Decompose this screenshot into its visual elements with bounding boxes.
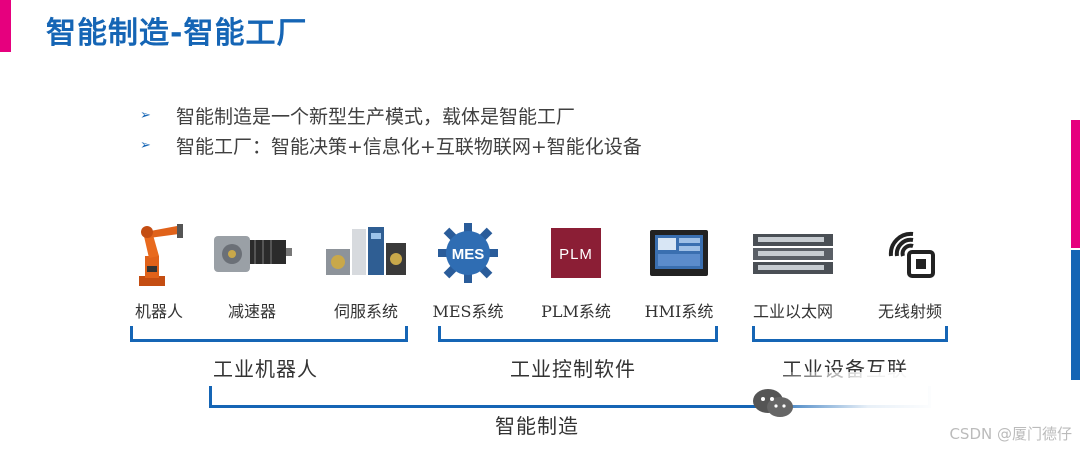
hmi-panel-icon xyxy=(650,230,708,276)
network-switch-icon xyxy=(753,234,833,274)
bullet-item: ➢ 智能工厂：智能决策+信息化+互联物联网+智能化设备 xyxy=(140,130,642,160)
item-plm: PLM PLM系统 xyxy=(521,218,631,322)
mes-gear-icon: MES xyxy=(438,223,498,283)
item-label: 无线射频 xyxy=(877,302,942,321)
bullet-text: 智能工厂：智能决策+信息化+互联物联网+智能化设备 xyxy=(176,135,642,158)
group-label-overall: 智能制造 xyxy=(495,414,579,438)
slide-title: 智能制造-智能工厂 xyxy=(46,16,308,51)
item-label: MES系统 xyxy=(432,302,504,321)
item-ethernet: 工业以太网 xyxy=(738,218,848,322)
item-label: PLM系统 xyxy=(541,302,611,321)
item-hmi: HMI系统 xyxy=(624,218,734,322)
bracket-robot-group xyxy=(130,326,408,342)
bullet-item: ➢ 智能制造是一个新型生产模式，载体是智能工厂 xyxy=(140,100,642,130)
bracket-interconnect-group xyxy=(752,326,948,342)
item-label: 减速器 xyxy=(227,302,276,321)
group-label-robot: 工业机器人 xyxy=(213,357,318,381)
item-reducer: 减速器 xyxy=(197,218,307,322)
arrow-bullet-icon: ➢ xyxy=(140,107,151,123)
item-servo: 伺服系统 xyxy=(311,218,421,322)
item-label: HMI系统 xyxy=(644,302,714,321)
left-accent-bar xyxy=(0,0,11,52)
bracket-software-group xyxy=(438,326,718,342)
svg-text:PLM: PLM xyxy=(559,246,593,263)
csdn-watermark: CSDN @厦门德仔 xyxy=(949,425,1072,443)
item-label: 工业以太网 xyxy=(752,302,833,321)
rfid-icon xyxy=(888,231,935,278)
right-accent-blue xyxy=(1071,250,1080,380)
bullet-list: ➢ 智能制造是一个新型生产模式，载体是智能工厂 ➢ 智能工厂：智能决策+信息化+… xyxy=(140,100,642,160)
industrial-robot-icon xyxy=(139,224,183,286)
right-accent-pink xyxy=(1071,120,1080,248)
servo-system-icon xyxy=(326,227,406,275)
item-label: 机器人 xyxy=(134,302,183,321)
item-robot: 机器人 xyxy=(104,218,214,322)
arrow-bullet-icon: ➢ xyxy=(140,137,151,153)
item-label: 伺服系统 xyxy=(333,302,398,321)
item-mes: MES MES系统 xyxy=(413,218,523,322)
item-rfid: 无线射频 xyxy=(855,218,965,322)
bullet-text: 智能制造是一个新型生产模式，载体是智能工厂 xyxy=(176,105,576,128)
plm-logo-icon: PLM xyxy=(551,228,601,278)
gear-reducer-icon xyxy=(214,236,292,272)
group-label-software: 工业控制软件 xyxy=(510,357,636,381)
svg-text:MES: MES xyxy=(452,246,485,263)
wechat-icon xyxy=(753,389,793,417)
